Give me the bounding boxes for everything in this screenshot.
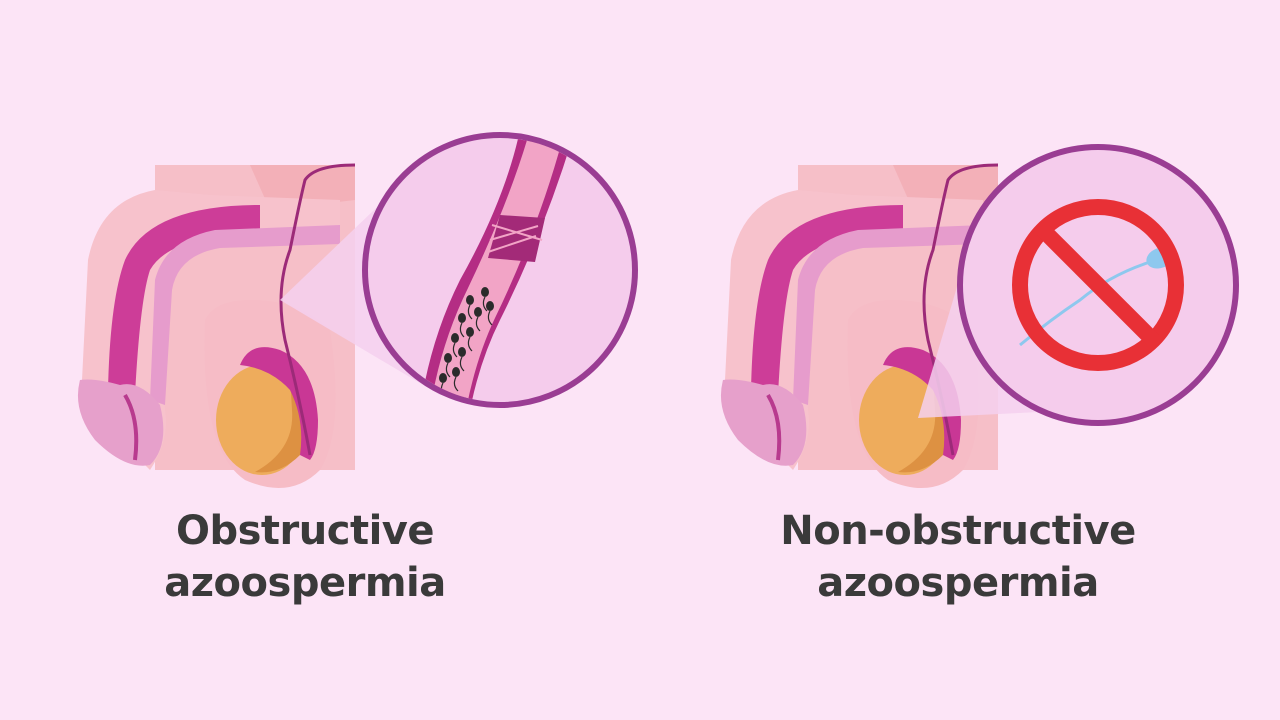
obstructive-azoospermia-caption: Obstructive azoospermia (45, 505, 565, 609)
caption-line-1: Non-obstructive (780, 508, 1136, 554)
non-obstructive-azoospermia-caption: Non-obstructive azoospermia (698, 505, 1218, 609)
no-sperm-prohibition-icon (957, 144, 1239, 426)
left-anatomy-illustration (75, 163, 357, 490)
caption-line-1: Obstructive (175, 508, 435, 554)
caption-line-2: azoospermia (817, 560, 1099, 606)
caption-line-2: azoospermia (164, 560, 446, 606)
blocked-duct-with-sperm-icon (362, 132, 638, 408)
